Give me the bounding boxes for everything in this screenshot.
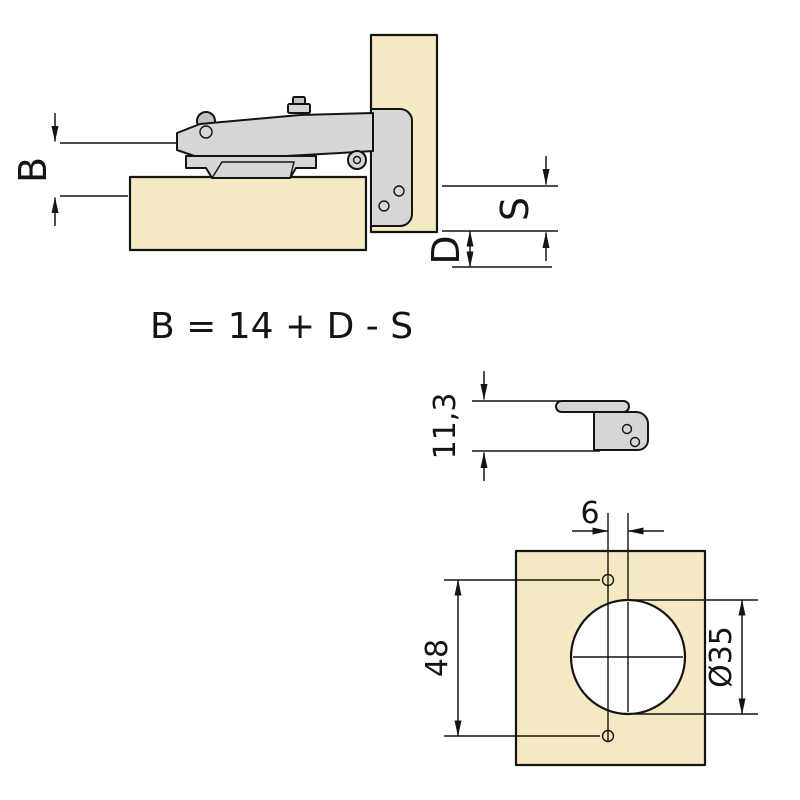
dim-plate-height-label: 11,3 [428, 393, 463, 460]
hinge-side-view: B S D [11, 33, 558, 268]
dimension-cup-diameter: Ø35 [634, 599, 758, 715]
plate-body [593, 411, 649, 451]
pilot-hole-bottom [601, 729, 615, 743]
hinge-cup [185, 155, 317, 179]
pivot-pin [352, 155, 362, 165]
dimension-hole-offset: 6 [572, 496, 664, 535]
dimension-hole-spacing: 48 [420, 579, 600, 737]
plate-screw-hole [393, 185, 405, 197]
cup-detail-line [211, 161, 295, 179]
plate-screw-hole [378, 200, 390, 212]
cam-center [199, 125, 213, 139]
dim-cup-diameter-label: Ø35 [704, 626, 739, 688]
drilling-pattern-view: 6 48 Ø35 [420, 496, 758, 767]
dim-hole-spacing-label: 48 [420, 639, 455, 677]
adjustment-screw [287, 103, 311, 114]
dimension-d: D [424, 230, 552, 268]
mounting-plate [370, 108, 413, 227]
door-board [128, 175, 368, 252]
plate-body-hole [629, 436, 641, 448]
plate-lip [555, 400, 630, 413]
dim-d-label: D [424, 235, 468, 264]
dimension-b: B [11, 113, 176, 226]
plate-profile-view: 11,3 [428, 371, 649, 481]
dim-s-label: S [493, 197, 537, 221]
pilot-hole-top [601, 573, 615, 587]
pivot-knuckle [347, 150, 367, 170]
dim-hole-offset-label: 6 [580, 496, 599, 531]
dimension-plate-height: 11,3 [428, 371, 600, 481]
dim-b-label: B [11, 157, 55, 183]
plate-body-hole [621, 423, 633, 435]
mounting-formula: B = 14 + D - S [150, 306, 413, 347]
dimension-s: S [442, 156, 558, 261]
